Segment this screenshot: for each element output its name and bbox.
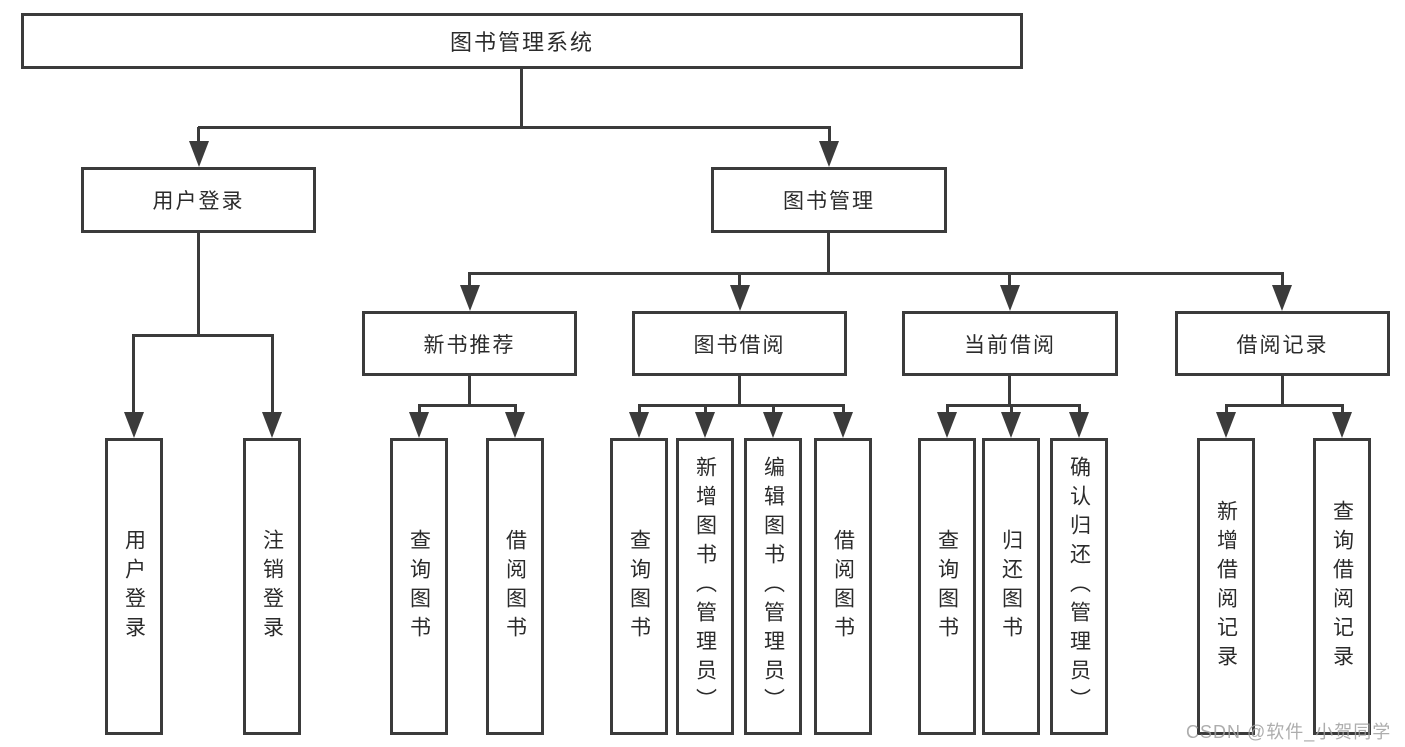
connector-line bbox=[468, 376, 471, 406]
node-label: 借阅图书 bbox=[831, 528, 855, 645]
connector-line bbox=[132, 334, 274, 337]
node-label: 用户登录 bbox=[122, 528, 146, 645]
node-label: 归还图书 bbox=[999, 528, 1023, 645]
arrowhead-down-icon bbox=[262, 412, 282, 438]
arrowhead-down-icon bbox=[1272, 285, 1292, 311]
leaf-query-books-3: 查询图书 bbox=[918, 438, 976, 735]
leaf-query-books-2: 查询图书 bbox=[610, 438, 668, 735]
connector-line bbox=[772, 404, 775, 416]
node-borrow-records: 借阅记录 bbox=[1175, 311, 1390, 376]
arrowhead-down-icon bbox=[505, 412, 525, 438]
node-label: 查询图书 bbox=[627, 528, 651, 645]
node-label: 新书推荐 bbox=[423, 333, 516, 357]
connector-line bbox=[1078, 404, 1081, 416]
leaf-borrow-books-1: 借阅图书 bbox=[486, 438, 544, 735]
arrowhead-down-icon bbox=[1216, 412, 1236, 438]
arrowhead-down-icon bbox=[695, 412, 715, 438]
arrowhead-down-icon bbox=[937, 412, 957, 438]
connector-line bbox=[704, 404, 707, 416]
connector-line bbox=[418, 404, 517, 407]
arrowhead-down-icon bbox=[1000, 285, 1020, 311]
arrowhead-down-icon bbox=[819, 141, 839, 167]
node-label: 借阅图书 bbox=[503, 528, 527, 645]
node-label: 新增借阅记录 bbox=[1214, 499, 1238, 674]
connector-line bbox=[738, 272, 741, 289]
connector-line bbox=[1010, 404, 1013, 416]
connector-line bbox=[1225, 404, 1343, 407]
connector-line bbox=[132, 334, 135, 414]
node-root-library-system: 图书管理系统 bbox=[21, 13, 1023, 69]
arrowhead-down-icon bbox=[730, 285, 750, 311]
connector-line bbox=[418, 404, 421, 416]
node-label: 查询图书 bbox=[935, 528, 959, 645]
node-label: 查询借阅记录 bbox=[1330, 499, 1354, 674]
node-label: 借阅记录 bbox=[1236, 333, 1329, 357]
arrowhead-down-icon bbox=[189, 141, 209, 167]
leaf-confirm-return-admin: 确认归还（管理员） bbox=[1050, 438, 1108, 735]
connector-line bbox=[946, 404, 949, 416]
arrowhead-down-icon bbox=[409, 412, 429, 438]
node-label: 图书借阅 bbox=[693, 333, 786, 357]
connector-line bbox=[1008, 376, 1011, 406]
csdn-watermark: CSDN @软件_小贺同学 bbox=[1186, 722, 1392, 742]
node-label: 用户登录 bbox=[152, 190, 245, 213]
connector-line bbox=[842, 404, 845, 416]
arrowhead-down-icon bbox=[833, 412, 853, 438]
connector-line bbox=[638, 404, 844, 407]
node-label: 编辑图书（管理员） bbox=[761, 456, 785, 717]
connector-line bbox=[1341, 404, 1344, 416]
node-book-management-branch: 图书管理 bbox=[711, 167, 947, 233]
connector-line bbox=[638, 404, 641, 416]
node-label: 图书管理系统 bbox=[449, 30, 594, 55]
node-new-book-recommend: 新书推荐 bbox=[362, 311, 577, 376]
connector-line bbox=[828, 127, 831, 143]
node-label: 新增图书（管理员） bbox=[693, 456, 717, 717]
connector-line bbox=[520, 69, 523, 127]
node-label: 图书管理 bbox=[783, 190, 875, 213]
connector-line bbox=[514, 404, 517, 416]
leaf-return-books: 归还图书 bbox=[982, 438, 1040, 735]
connector-line bbox=[827, 233, 830, 274]
arrowhead-down-icon bbox=[460, 285, 480, 311]
leaf-query-borrow-record: 查询借阅记录 bbox=[1313, 438, 1371, 735]
connector-line bbox=[468, 272, 471, 289]
connector-line bbox=[271, 334, 274, 414]
node-label: 查询图书 bbox=[407, 528, 431, 645]
node-current-borrowing: 当前借阅 bbox=[902, 311, 1118, 376]
connector-line bbox=[468, 272, 1283, 275]
leaf-query-books-1: 查询图书 bbox=[390, 438, 448, 735]
connector-line bbox=[1281, 376, 1284, 406]
node-user-login-branch: 用户登录 bbox=[81, 167, 316, 233]
arrowhead-down-icon bbox=[629, 412, 649, 438]
leaf-add-borrow-record: 新增借阅记录 bbox=[1197, 438, 1255, 735]
connector-line bbox=[1225, 404, 1228, 416]
connector-line bbox=[1281, 272, 1284, 289]
leaf-add-books-admin: 新增图书（管理员） bbox=[676, 438, 734, 735]
node-book-borrowing: 图书借阅 bbox=[632, 311, 847, 376]
leaf-user-login: 用户登录 bbox=[105, 438, 163, 735]
connector-line bbox=[197, 127, 200, 143]
leaf-logout: 注销登录 bbox=[243, 438, 301, 735]
connector-line bbox=[198, 126, 831, 129]
arrowhead-down-icon bbox=[763, 412, 783, 438]
connector-line bbox=[197, 233, 200, 336]
connector-line bbox=[1008, 272, 1011, 289]
node-label: 确认归还（管理员） bbox=[1067, 456, 1091, 717]
arrowhead-down-icon bbox=[1069, 412, 1089, 438]
leaf-borrow-books-2: 借阅图书 bbox=[814, 438, 872, 735]
node-label: 当前借阅 bbox=[964, 333, 1056, 357]
connector-line bbox=[946, 404, 1080, 407]
leaf-edit-books-admin: 编辑图书（管理员） bbox=[744, 438, 802, 735]
node-label: 注销登录 bbox=[260, 528, 284, 645]
connector-line bbox=[738, 376, 741, 406]
arrowhead-down-icon bbox=[1001, 412, 1021, 438]
arrowhead-down-icon bbox=[1332, 412, 1352, 438]
arrowhead-down-icon bbox=[124, 412, 144, 438]
